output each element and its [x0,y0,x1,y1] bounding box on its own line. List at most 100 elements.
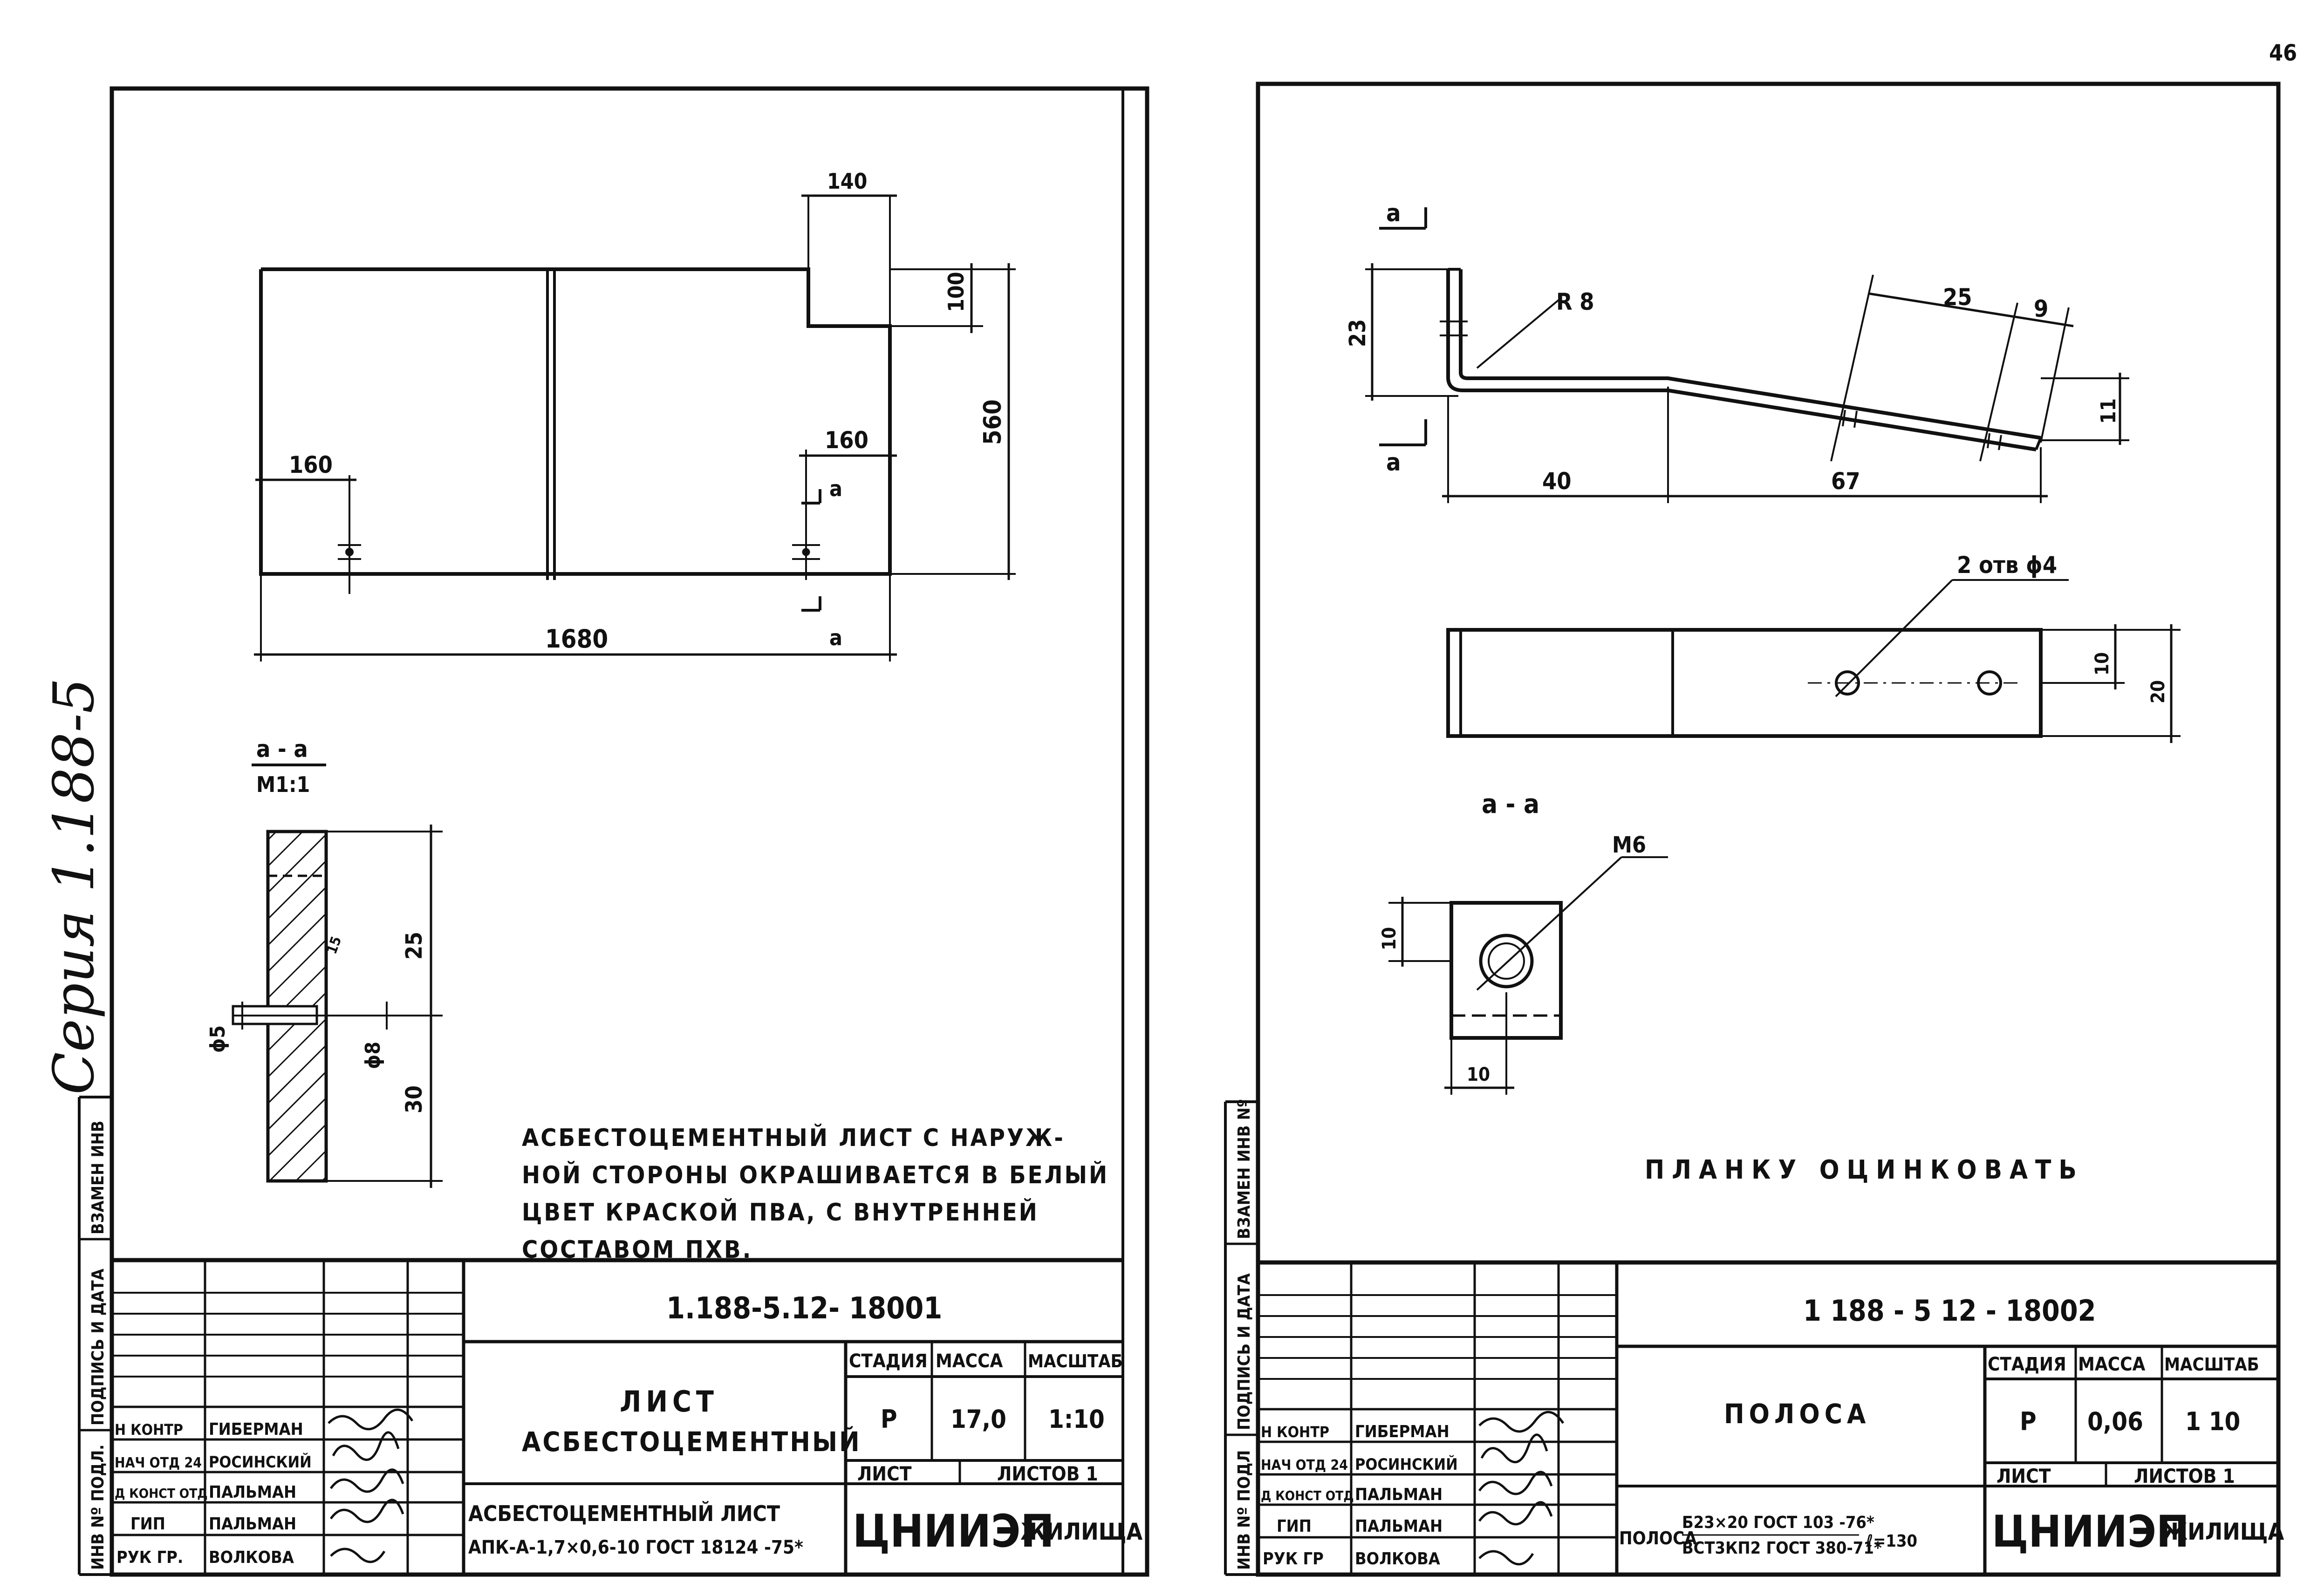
section2-label: a - a [1482,789,1539,819]
material2-bottom: ВСТ3КП2 ГОСТ 380-71* [1682,1539,1882,1558]
name-1-3: ПАЛЬМАН [209,1514,296,1534]
hdr-scale-2: МАСШТАБ [2164,1354,2259,1375]
note1-line2: НОЙ СТОРОНЫ ОКРАШИВАЕТСЯ В БЕЛЫЙ [522,1161,1109,1189]
section-mark-a-bottom: a [829,625,842,650]
name-2-2: ПАЛЬМАН [1355,1485,1443,1504]
sheet-label-1: ЛИСТ [857,1462,912,1485]
side-stamp2-inv-podl: ИНВ Nº ПОДЛ [1235,1450,1254,1570]
material1-line2: АПК-А-1,7×0,6-10 ГОСТ 18124 -75* [468,1537,803,1558]
name-2-4: ВОЛКОВА [1355,1549,1440,1569]
org-big-2: ЦНИИЭП [1992,1507,2189,1557]
section-a-a-sheet2 [1388,856,1668,1095]
role-1-2: Д КОНСТ ОТД [115,1486,208,1501]
dim-10-plan: 10 [2092,652,2113,675]
sheets-label-1: ЛИСТОВ 1 [997,1462,1098,1485]
org-small-2: ЖИЛИЩА [2162,1518,2284,1545]
asbestos-sheet-plan [254,194,1016,662]
hdr-stage-1: СТАДИЯ [849,1350,928,1372]
note1-line4: СОСТАВОМ ПХВ. [522,1236,752,1264]
material1-line1: АСБЕСТОЦЕМЕНТНЫЙ ЛИСТ [468,1501,780,1526]
doc-name2: ПОЛОСА [1724,1398,1870,1430]
side-stamp-podpis: ПОДПИСЬ И ДАТА [89,1269,108,1425]
name-2-1: РОСИНСКИЙ [1355,1455,1458,1474]
dim-40: 40 [1542,468,1572,495]
org-big-1: ЦНИИЭП [853,1505,1054,1557]
role-2-1: НАЧ ОТД 24 [1261,1457,1348,1473]
strip-plan-view [1446,579,2181,743]
side-stamp2-vzamen: ВЗАМЕН ИНВ Nº [1235,1099,1254,1239]
sheet2-title-block [1258,1260,2278,1575]
mass-1: 17,0 [950,1405,1006,1434]
scale-1: 1:10 [1048,1405,1105,1434]
role-1-4: РУК ГР. [116,1548,183,1567]
sheet2-frame [1224,82,2281,1577]
dim-67: 67 [1831,468,1860,495]
role-1-1: НАЧ ОТД 24 [115,1455,202,1471]
name-1-1: РОСИНСКИЙ [209,1453,312,1472]
name-2-0: ГИБЕРМАН [1355,1422,1450,1441]
side-stamp2-podpis: ПОДПИСЬ И ДАТА [1235,1273,1254,1430]
section-mark-a-top: a [829,476,842,501]
role-2-2: Д КОНСТ ОТД [1261,1488,1354,1503]
doc-name1-line1: ЛИСТ [620,1385,718,1419]
dim-phi5: ϕ5 [206,1025,230,1053]
strip-side-view [1365,207,2129,503]
dim-160-right: 160 [825,427,868,454]
series-handwritten: Серия 1.188-5 [42,678,107,1095]
role-2-0: Н КОНТР [1261,1423,1329,1441]
scale-2: 1 10 [2185,1407,2240,1436]
role-2-3: ГИП [1277,1517,1312,1536]
dim-23: 23 [1345,319,1371,347]
doc-name1-line2: АСБЕСТОЦЕМЕНТНЫЙ [522,1425,861,1458]
hdr-stage-2: СТАДИЯ [1988,1354,2066,1375]
dim-20: 20 [2147,680,2169,703]
section1-scale: M1:1 [256,772,310,797]
section-mark2-a-top: a [1386,199,1401,227]
role-2-4: РУК ГР [1263,1549,1324,1569]
side-stamp-inv-podl: ИНВ Nº ПОДЛ. [89,1445,108,1570]
side-stamp-vzamen: ВЗАМЕН ИНВ [89,1121,108,1235]
dim-9: 9 [2034,295,2048,322]
name-1-2: ПАЛЬМАН [209,1483,296,1502]
dim-140: 140 [827,169,867,194]
dim-phi8: ϕ8 [361,1042,385,1069]
role-1-0: Н КОНТР [115,1421,183,1439]
sheet-label-2: ЛИСТ [1996,1465,2051,1487]
hdr-scale-1: МАСШТАБ [1028,1351,1123,1371]
dim-25: 25 [401,932,427,960]
dim-11: 11 [2097,398,2120,424]
material2-prefix: ПОЛОСА [1619,1528,1697,1548]
dim-25-slope: 25 [1943,284,1972,311]
sheet1-title-block [112,1258,1123,1575]
dim-160-left: 160 [289,451,333,478]
note2: ПЛАНКУ ОЦИНКОВАТЬ [1645,1155,2084,1185]
note1-line3: ЦВЕТ КРАСКОЙ ПВА, С ВНУТРЕННЕЙ [522,1198,1039,1227]
dim-30: 30 [401,1085,427,1113]
dim-10-square-v: 10 [1379,927,1400,950]
name-1-0: ГИБЕРМАН [209,1420,303,1439]
name-1-4: ВОЛКОВА [209,1548,294,1567]
dim-560: 560 [979,399,1007,445]
note1-line1: АСБЕСТОЦЕМЕНТНЫЙ ЛИСТ С НАРУЖ- [522,1124,1065,1152]
page-number: 46 [2269,40,2297,66]
stage-2: Р [2020,1407,2037,1436]
sheet1-frame [78,86,1149,1577]
hdr-mass-1: МАССА [936,1350,1003,1372]
section-mark2-a-bottom: a [1386,449,1401,477]
dim-10-square-h: 10 [1467,1064,1490,1085]
doc-code-2: 1 188 - 5 12 - 18002 [1803,1294,2096,1328]
name-2-3: ПАЛЬМАН [1355,1517,1443,1536]
sheets-label-2: ЛИСТОВ 1 [2134,1465,2235,1487]
material2-top: Б23×20 ГОСТ 103 -76* [1682,1513,1874,1532]
section1-label: a - a [256,736,308,763]
signature-scribbles [328,1408,1565,1566]
dim-100: 100 [944,272,969,312]
dim-1680: 1680 [545,624,608,654]
dim-r8: R 8 [1556,288,1594,315]
dim-holes: 2 отв ϕ4 [1957,552,2057,579]
section-a-a-sheet1 [232,764,443,1188]
material2-length: ℓ=130 [1866,1532,1917,1551]
role-1-3: ГИП [130,1514,165,1534]
doc-code-1: 1.188-5.12- 18001 [666,1291,942,1326]
